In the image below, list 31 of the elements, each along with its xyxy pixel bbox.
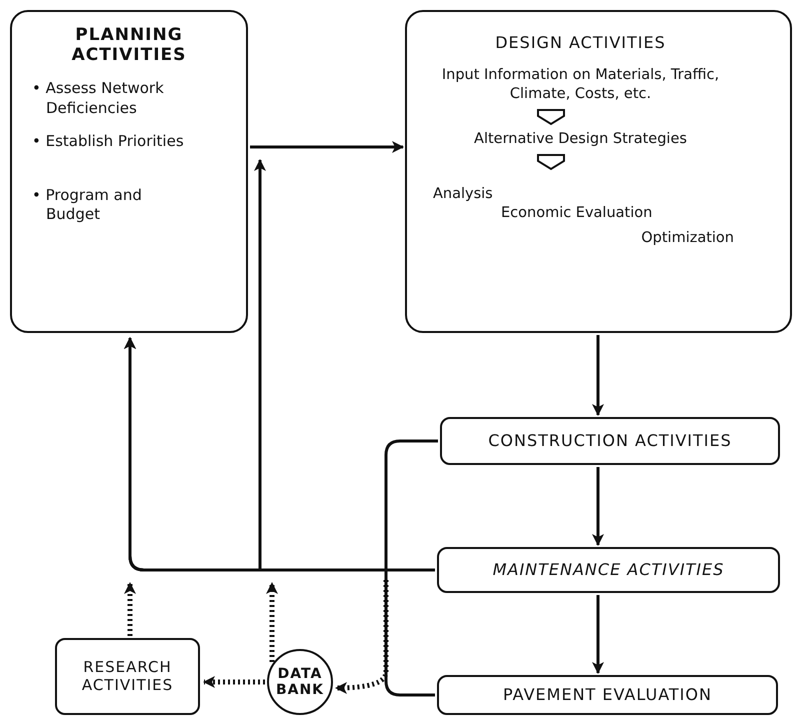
process-box xyxy=(55,638,200,715)
arrow xyxy=(124,337,435,696)
dotted-arrow xyxy=(124,582,136,636)
label-text: DATA BANK xyxy=(274,666,326,698)
body-text: Alternative Design Strategies xyxy=(474,130,687,149)
label-text: MAINTENANCE ACTIVITIES xyxy=(492,560,724,580)
process-box xyxy=(440,417,780,465)
process-box xyxy=(10,10,248,333)
body-text: Input Information on Materials, Traffic, Climate, Costs, etc. xyxy=(440,66,720,104)
heading: PLANNING ACTIVITIES xyxy=(70,26,188,66)
dotted-arrow xyxy=(335,580,388,694)
process-box xyxy=(405,10,792,333)
process-box xyxy=(437,547,780,593)
body-text: Optimization xyxy=(641,228,734,248)
arrow xyxy=(592,467,604,546)
list-item: • Program and Budget xyxy=(32,186,143,225)
process-box xyxy=(437,675,778,715)
dotted-arrow xyxy=(203,676,265,688)
arrow xyxy=(254,159,435,572)
body-text: Economic Evaluation xyxy=(501,204,652,223)
label-text: CONSTRUCTION ACTIVITIES xyxy=(488,432,732,450)
list-item: • Establish Priorities xyxy=(32,132,185,152)
dotted-arrow xyxy=(266,582,278,662)
arrow xyxy=(250,141,404,153)
label-text: RESEARCH ACTIVITIES xyxy=(80,659,174,694)
list-item: • Assess Network Deficiencies xyxy=(32,79,165,118)
arrow xyxy=(592,335,604,416)
heading: DESIGN ACTIVITIES xyxy=(495,34,666,52)
label-text: PAVEMENT EVALUATION xyxy=(503,686,712,704)
body-text: Analysis xyxy=(433,184,493,204)
arrow xyxy=(592,595,604,674)
